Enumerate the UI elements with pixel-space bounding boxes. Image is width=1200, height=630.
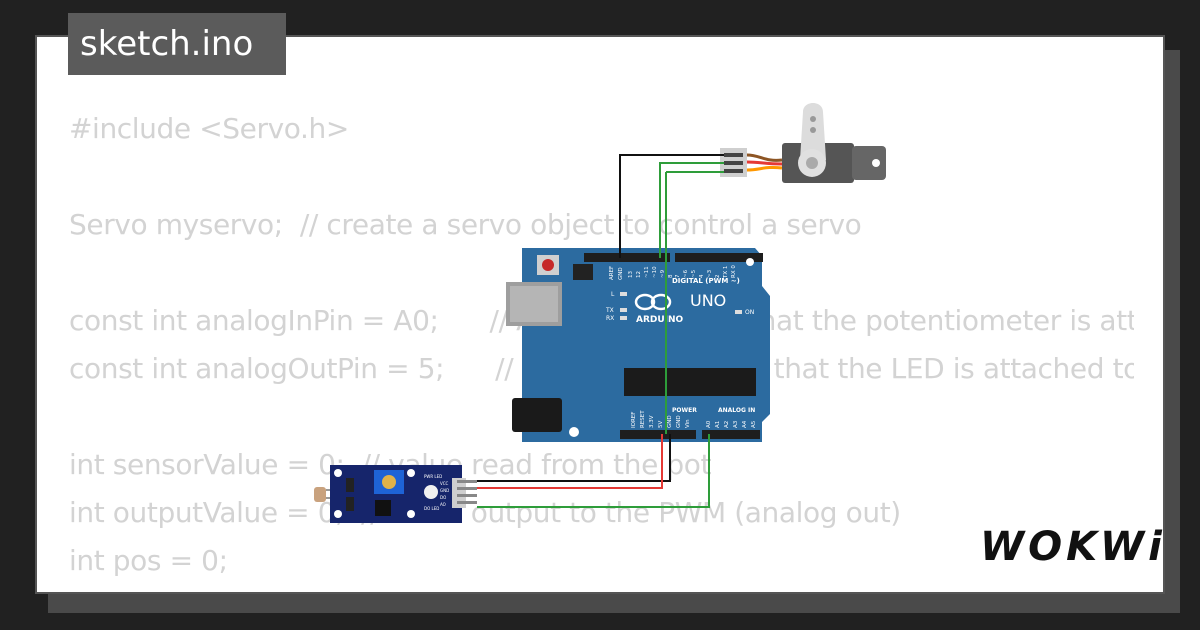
wire-sensor-vcc[interactable] <box>477 434 663 489</box>
pin-label: 8 <box>668 274 674 278</box>
sensor-led-label: PWR LED <box>424 474 442 479</box>
pin-label: A1 <box>715 421 721 428</box>
wire-servo-gnd[interactable] <box>619 154 724 258</box>
digital-header-high <box>584 253 670 262</box>
pin-label: 13 <box>628 271 634 278</box>
pin-label: ~5 <box>691 269 697 278</box>
tx-label: TX <box>605 307 614 314</box>
pin-label: 2 <box>715 275 721 279</box>
pin-label: A4 <box>742 420 748 428</box>
pin-label: A3 <box>733 420 739 428</box>
power-label: POWER <box>672 407 697 414</box>
pin-label: 7 <box>675 274 681 278</box>
on-label: ON <box>745 309 754 316</box>
code-line: Servo myservo; // create a servo object … <box>69 208 862 241</box>
code-line: int outputValue = 0; // value output to … <box>69 496 901 529</box>
rx-label: RX <box>606 315 614 322</box>
wire-sensor-ao[interactable] <box>477 434 710 508</box>
sensor-pin-label: AO <box>440 502 446 507</box>
analog-header <box>702 430 760 439</box>
pin-label: GND <box>667 415 673 428</box>
code-line: #include <Servo.h> <box>69 112 349 145</box>
digital-header-low <box>675 253 763 262</box>
wires <box>477 154 724 508</box>
sensor-pin-label: VCC <box>440 481 449 486</box>
servo-motor[interactable] <box>720 103 886 183</box>
pin-label: GND <box>676 415 682 428</box>
wokwi-logo: WOKWi <box>980 524 1166 570</box>
pin-label: IOREF <box>631 412 637 428</box>
pin-label: A0 <box>706 420 712 428</box>
digital-label: DIGITAL (PWM ~) <box>672 277 740 285</box>
wire-servo-signal[interactable] <box>659 162 724 258</box>
pin-label: TX 1 <box>723 266 729 279</box>
pin-label: ~10 <box>652 266 658 278</box>
pin-label: ~9 <box>660 269 666 278</box>
pin-label: A2 <box>724 421 730 428</box>
pin-label: ~6 <box>683 269 689 278</box>
pin-label: RESET <box>640 410 646 428</box>
pin-label: AREF <box>609 266 615 280</box>
atmega-chip <box>624 368 756 396</box>
pin-label: 3.3V <box>649 415 655 428</box>
photoresistor-sensor-module[interactable]: VCC GND DO AO PWR LED DO LED <box>314 465 477 523</box>
power-jack <box>512 398 562 432</box>
pin-label: ~11 <box>644 266 650 278</box>
pin-label: 4 <box>699 274 705 278</box>
pin-label: 5V <box>658 421 664 428</box>
wire-sensor-gnd[interactable] <box>477 434 671 482</box>
window-title: sketch.ino <box>68 13 286 75</box>
pin-label: 12 <box>636 271 642 278</box>
arduino-logo <box>634 293 672 311</box>
pin-label: A5 <box>751 420 757 428</box>
board-name: UNO <box>690 291 726 310</box>
pin-label: ~3 <box>707 269 713 278</box>
analog-label: ANALOG IN <box>718 407 755 414</box>
code-line: int sensorValue = 0; // value read from … <box>69 448 712 481</box>
sensor-pin-label: GND <box>440 488 449 493</box>
code-line: int pos = 0; <box>69 544 228 577</box>
arduino-uno-board[interactable]: UNO ARDUINO DIGITAL (PWM ~) ON TX RX L P… <box>506 248 770 442</box>
board-maker: ARDUINO <box>636 315 684 325</box>
pin-label: RX 0 <box>731 265 737 278</box>
code-listing: #include <Servo.h> Servo myservo; // crea… <box>69 105 1134 585</box>
power-header <box>620 430 696 439</box>
l-label: L <box>611 291 615 298</box>
pin-label: GND <box>618 267 624 280</box>
sensor-pin-label: DO <box>440 495 446 500</box>
pin-label: Vin <box>685 419 691 428</box>
sensor-led-label: DO LED <box>424 506 439 511</box>
